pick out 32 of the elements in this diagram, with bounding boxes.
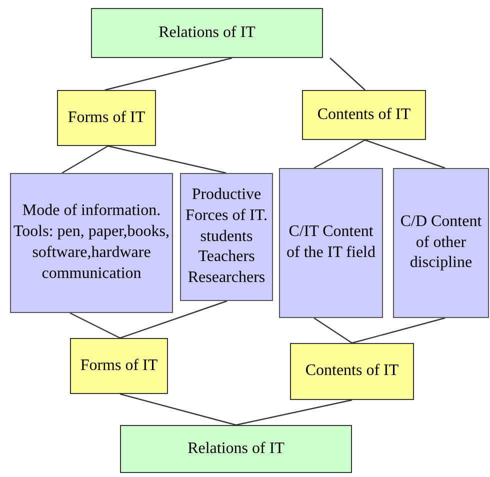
concept-box	[290, 343, 414, 400]
box-label: Productive Forces of IT. students Teachers Researchers	[184, 185, 268, 288]
concept-box	[91, 8, 323, 58]
box-label: Forms of IT	[68, 108, 146, 128]
box-label: Mode of information. Tools: pen, paper,books, software,hardware communication	[13, 201, 170, 284]
box-label: Forms of IT	[80, 356, 158, 376]
connector-line	[120, 393, 236, 426]
connector-line	[364, 139, 446, 169]
concept-box	[393, 168, 489, 318]
connector-line	[62, 145, 108, 174]
box-label: Contents of IT	[305, 361, 399, 382]
box-label: Contents of IT	[317, 104, 411, 125]
connector-line	[120, 300, 228, 339]
concept-box	[70, 338, 168, 394]
concept-box	[57, 90, 156, 146]
box-label: C/IT Content of the IT field	[285, 222, 376, 263]
connector-line	[314, 139, 366, 169]
connector-line	[108, 145, 226, 174]
connector-line	[104, 57, 232, 91]
connector-line	[314, 318, 352, 344]
connector-line	[70, 312, 120, 339]
concept-box	[10, 173, 173, 313]
concept-box	[120, 425, 352, 473]
connector-line	[352, 317, 446, 344]
connector-line	[236, 399, 352, 426]
connector-line	[330, 58, 366, 90]
concept-box	[279, 168, 383, 318]
box-label: Relations of IT	[158, 22, 256, 43]
concept-box	[180, 173, 273, 301]
box-label: Relations of IT	[188, 438, 284, 459]
box-label: C/D Content of other discipline	[399, 212, 483, 274]
concept-box	[302, 90, 426, 140]
